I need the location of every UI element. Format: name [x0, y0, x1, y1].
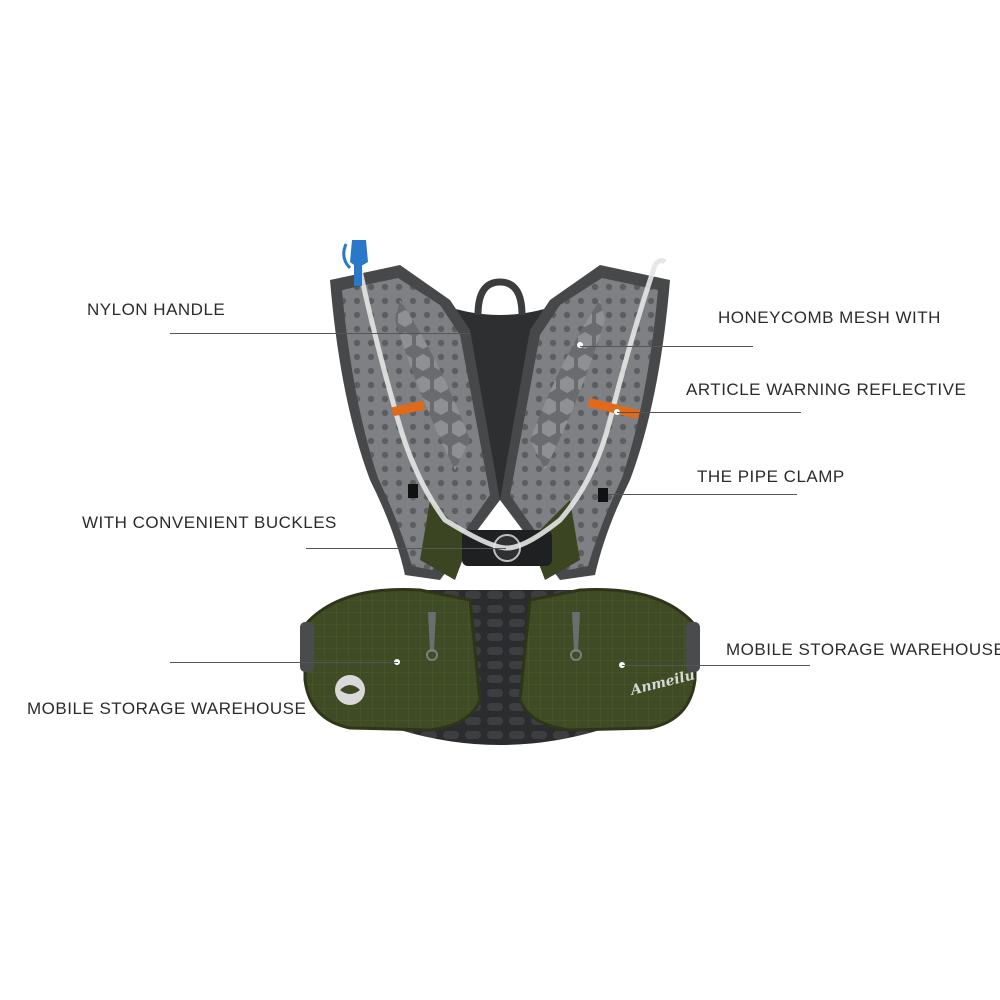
- leader-pipe-clamp: [608, 494, 797, 495]
- reflective-strip-left: [391, 400, 425, 417]
- leader-storage-left: [170, 662, 398, 663]
- reflective-strip-right: [587, 397, 641, 420]
- leader-buckles: [306, 548, 506, 549]
- leader-nylon-handle: [170, 333, 470, 334]
- leader-reflective: [617, 412, 801, 413]
- callout-storage-right: MOBILE STORAGE WAREHOUSE: [726, 640, 1000, 659]
- bite-valve: [350, 240, 368, 268]
- callout-nylon-handle: NYLON HANDLE: [87, 300, 226, 319]
- callout-honeycomb-mesh: HONEYCOMB MESH WITH: [718, 308, 941, 327]
- callout-pipe-clamp: THE PIPE CLAMP: [697, 467, 845, 486]
- leader-honeycomb-mesh: [580, 346, 753, 347]
- left-pocket: [303, 587, 482, 732]
- callout-buckles: WITH CONVENIENT BUCKLES: [82, 513, 337, 532]
- callout-reflective: ARTICLE WARNING REFLECTIVE: [686, 380, 967, 399]
- right-pocket: [518, 587, 697, 732]
- leader-storage-right: [622, 665, 810, 666]
- nylon-handle-loop: [474, 278, 526, 316]
- callout-storage-left: MOBILE STORAGE WAREHOUSE: [27, 699, 307, 718]
